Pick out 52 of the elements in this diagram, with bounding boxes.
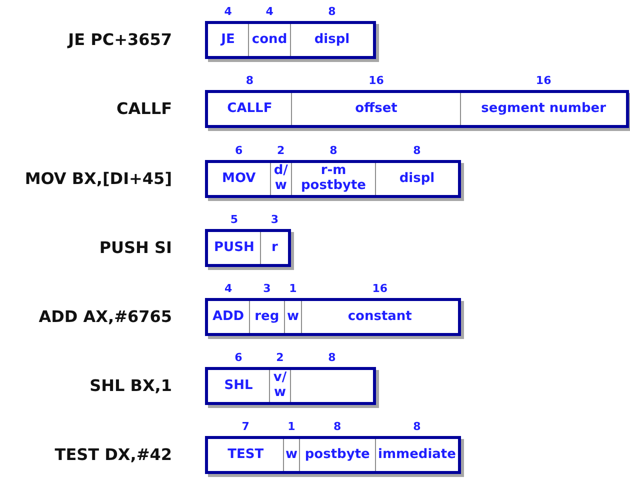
bit-count-label: 16 (368, 75, 384, 86)
instruction-label: JE PC+3657 (68, 32, 172, 48)
bit-count-label: 16 (536, 75, 552, 86)
bit-count-label: 8 (330, 145, 338, 156)
field-label: d/w (272, 164, 289, 194)
bit-count-label: 8 (246, 75, 254, 86)
field-label: reg (254, 310, 280, 324)
field-label: constant (348, 310, 412, 324)
field-label: ADD (212, 310, 244, 324)
field-label: displ (314, 32, 350, 48)
bit-count-label: 8 (334, 421, 342, 432)
bit-count-label: 2 (277, 145, 285, 156)
instruction-label: PUSH SI (99, 240, 172, 256)
field-label: w (286, 310, 299, 324)
bit-count-label: 4 (224, 6, 232, 17)
bit-count-label: 1 (288, 421, 296, 432)
instruction-label: ADD AX,#6765 (38, 309, 172, 325)
field-label: postbyte (304, 448, 370, 462)
field-label: segment number (481, 102, 606, 116)
field-label: offset (355, 102, 398, 116)
field-label: displ (399, 172, 435, 186)
bit-count-label: 5 (230, 214, 238, 225)
bit-count-label: 6 (235, 145, 243, 156)
bit-count-label: 7 (242, 421, 250, 432)
bit-count-label: 4 (224, 283, 232, 294)
bit-count-label: 8 (413, 421, 421, 432)
field-label: r (271, 240, 278, 256)
field-label: TEST (228, 448, 264, 462)
bit-count-label: 8 (328, 6, 336, 17)
field-label: MOV (222, 172, 256, 186)
field-label: PUSH (214, 240, 254, 256)
bit-count-label: 6 (234, 352, 242, 363)
field-label: v/w (272, 371, 288, 401)
bit-count-label: 3 (263, 283, 271, 294)
field-label: r-m postbyte (300, 164, 367, 194)
bit-count-label: 2 (276, 352, 284, 363)
bit-count-label: 8 (328, 352, 336, 363)
bit-count-label: 3 (270, 214, 278, 225)
instruction-label: CALLF (116, 101, 172, 117)
field-label: CALLF (227, 102, 272, 116)
field-label: immediate (378, 448, 456, 462)
bit-count-label: 8 (413, 145, 421, 156)
instruction-label: MOV BX,[DI+45] (24, 171, 172, 187)
field-label: w (285, 448, 298, 462)
instruction-label: SHL BX,1 (90, 378, 172, 394)
field-label: cond (252, 32, 288, 48)
bit-count-label: 4 (266, 6, 274, 17)
bit-count-label: 1 (289, 283, 297, 294)
field-label: JE (221, 32, 235, 48)
field-label: SHL (224, 378, 253, 394)
instruction-label: TEST DX,#42 (54, 447, 172, 463)
bit-count-label: 16 (372, 283, 388, 294)
